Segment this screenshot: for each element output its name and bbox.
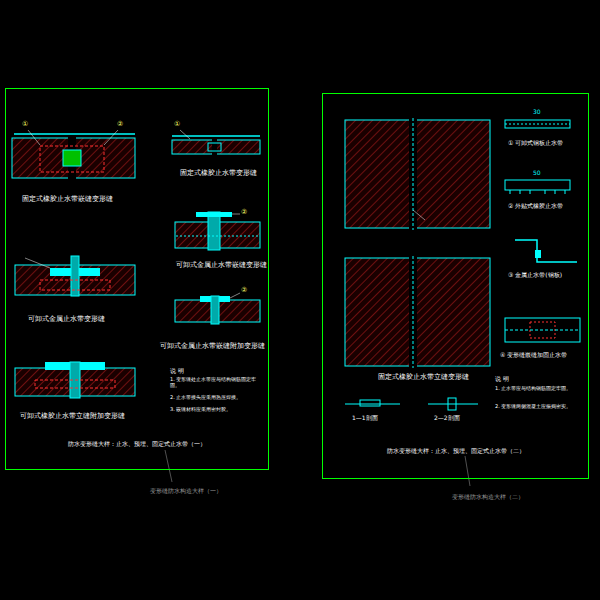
sheet-caption: 防水变形缝大样：止水、预埋、固定式止水带（一） [66, 440, 208, 449]
detail-title: 固定式橡胶止水带嵌缝变形缝 [22, 196, 113, 203]
sheet-caption: 防水变形缝大样：止水、预埋、固定式止水带（二） [385, 447, 527, 456]
detail-title: ③ 金属止水带(钢板) [508, 272, 562, 279]
footer-text: 变形缝防水构造大样（一） [150, 488, 222, 495]
note-line: 2. 变形缝两侧混凝土应振捣密实。 [495, 404, 583, 410]
callout-number: ① [22, 120, 28, 128]
detail-3 [175, 212, 260, 250]
notes-heading: 说 明 [170, 368, 184, 375]
sections [345, 398, 478, 410]
note-line: 3. 嵌缝材料应采用密封胶。 [170, 407, 265, 413]
notes-heading: 说 明 [495, 376, 509, 383]
detail-title: 可卸式橡胶止水带立缝附加变形缝 [20, 413, 125, 420]
detail-title: ② 外贴式橡胶止水带 [508, 203, 563, 210]
waterstop-details [505, 120, 580, 342]
dimension-label: 30 [533, 109, 541, 116]
note-line: 1. 变形缝处止水带应与结构钢筋固定牢固。 [170, 377, 265, 389]
wall-elevation-1 [345, 118, 490, 230]
detail-5 [175, 293, 260, 324]
callout-number: ② [241, 286, 247, 294]
detail-title: 可卸式金属止水带嵌缝变形缝 [176, 262, 267, 269]
detail-title: 固定式橡胶止水带变形缝 [180, 170, 257, 177]
callout-number: ② [117, 120, 123, 128]
detail-title: 可卸式金属止水带嵌缝附加变形缝 [160, 343, 265, 350]
detail-2 [172, 130, 260, 155]
detail-6 [15, 362, 135, 398]
section-label: 1—1剖面 [352, 415, 378, 422]
note-line: 2. 止水带接头应采用热压焊接。 [170, 395, 265, 401]
detail-title: ④ 变形缝嵌缝加固止水带 [500, 352, 567, 359]
callout-number: ② [241, 208, 247, 216]
detail-title: 固定式橡胶止水带立缝变形缝 [378, 374, 469, 381]
detail-4 [15, 256, 135, 296]
drawing-sheet: 防水变形缝大样：止水、预埋、固定式止水带（二） [322, 93, 589, 479]
section-label: 2—2剖面 [434, 415, 460, 422]
dimension-label: 50 [533, 170, 541, 177]
footer-text: 变形缝防水构造大样（二） [452, 494, 524, 501]
note-line: 1. 止水带应与结构钢筋固定牢固。 [495, 386, 583, 392]
callout-number: ① [174, 120, 180, 128]
detail-title: 可卸式金属止水带变形缝 [28, 316, 105, 323]
detail-title: ① 可卸式钢板止水带 [508, 140, 563, 147]
wall-elevation-2 [345, 256, 490, 368]
detail-1 [12, 130, 135, 179]
